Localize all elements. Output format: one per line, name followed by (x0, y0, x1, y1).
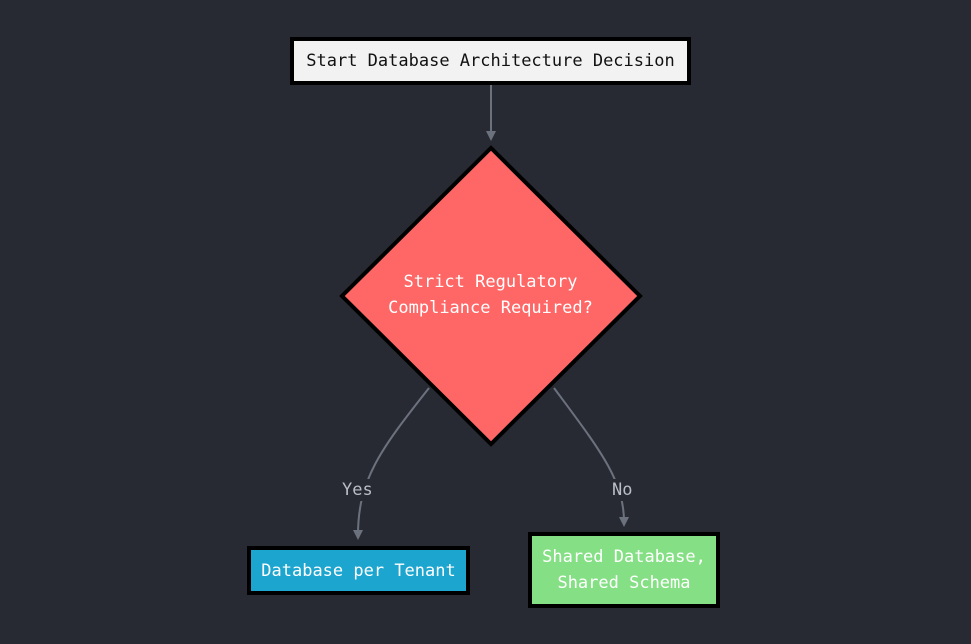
shared-database-label: Shared Database, Shared Schema (542, 547, 706, 593)
database-per-tenant-label: Database per Tenant (261, 560, 456, 581)
start-node[interactable]: Start Database Architecture Decision (290, 37, 691, 85)
decision-node-label: Strict Regulatory Compliance Required? (388, 272, 593, 318)
start-node-label: Start Database Architecture Decision (306, 51, 675, 71)
edge-label-yes: Yes (340, 479, 375, 501)
database-per-tenant-node[interactable]: Database per Tenant (247, 546, 470, 595)
edge-decision-to-yes (353, 387, 430, 540)
shared-database-node[interactable]: Shared Database, Shared Schema (528, 532, 720, 608)
edge-decision-to-no (553, 387, 629, 527)
edge-label-no: No (610, 479, 635, 501)
decision-diamond[interactable] (339, 145, 643, 447)
